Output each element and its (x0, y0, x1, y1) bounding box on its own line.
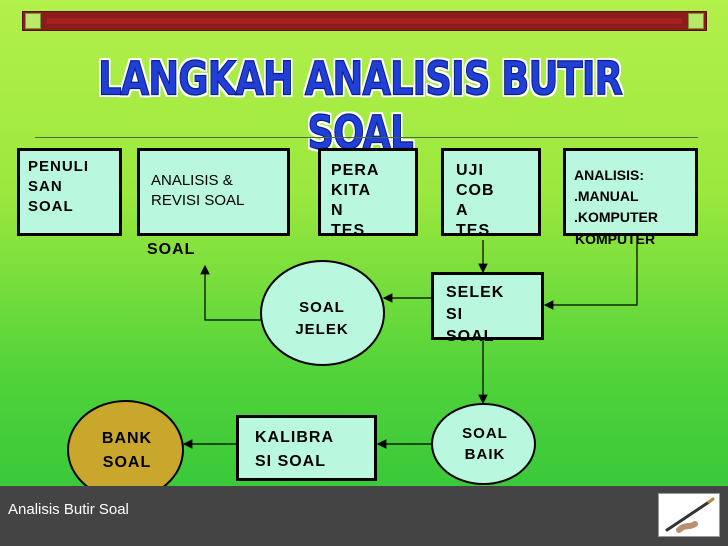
footer-bar: Analisis Butir Soal (0, 486, 728, 546)
node-bank-soal: BANK SOAL (67, 400, 184, 500)
arrow-analisis-to-seleksi (543, 236, 638, 310)
node-analisis-revisi-overflow: SOAL (147, 241, 196, 258)
center-bar-ornament (47, 18, 682, 24)
node-bank-soal-label: BANK SOAL (101, 430, 153, 471)
node-perakitan-tes: PERA KITA N TES (318, 148, 418, 239)
node-seleksi-soal-label: SELEK SI SOAL (446, 284, 505, 345)
node-analisis-label: ANALISIS: .MANUAL .KOMPUTER (574, 167, 658, 225)
footer-label: Analisis Butir Soal (8, 501, 129, 518)
node-kalibrasi-soal-label: KALIBRA SI SOAL (255, 429, 334, 470)
node-kalibrasi-soal: KALIBRA SI SOAL (236, 415, 377, 481)
left-square-ornament (25, 13, 41, 29)
node-analisis-revisi-label: ANALISIS & REVISI SOAL (151, 172, 245, 209)
node-perakitan-tes-label: PERA KITA N TES (331, 162, 380, 239)
node-analisis-overflow: KOMPUTER (575, 231, 656, 247)
arrow-jelek-to-revisi (200, 264, 262, 321)
node-analisis-revisi: ANALISIS & REVISI SOAL (137, 148, 290, 236)
node-soal-baik: SOAL BAIK (431, 403, 536, 485)
node-seleksi-soal: SELEK SI SOAL (431, 272, 544, 345)
node-uji-coba-tes-label: UJI COB A TES (456, 162, 495, 239)
pen-writing-icon (658, 493, 720, 537)
node-penulisan-soal: PENULI SAN SOAL (17, 148, 122, 236)
title-divider (35, 137, 698, 138)
node-soal-baik-label: SOAL BAIK (462, 425, 508, 463)
right-square-ornament (688, 13, 704, 29)
node-soal-jelek: SOAL JELEK (260, 260, 385, 366)
page-title: LANGKAH ANALISIS BUTIR SOAL (98, 51, 624, 160)
node-soal-jelek-label: SOAL JELEK (295, 299, 349, 338)
node-analisis: ANALISIS: .MANUAL .KOMPUTER (563, 148, 698, 236)
node-penulisan-soal-label: PENULI SAN SOAL (28, 158, 90, 215)
node-uji-coba-tes: UJI COB A TES (441, 148, 541, 239)
top-decoration-bar (22, 11, 707, 31)
